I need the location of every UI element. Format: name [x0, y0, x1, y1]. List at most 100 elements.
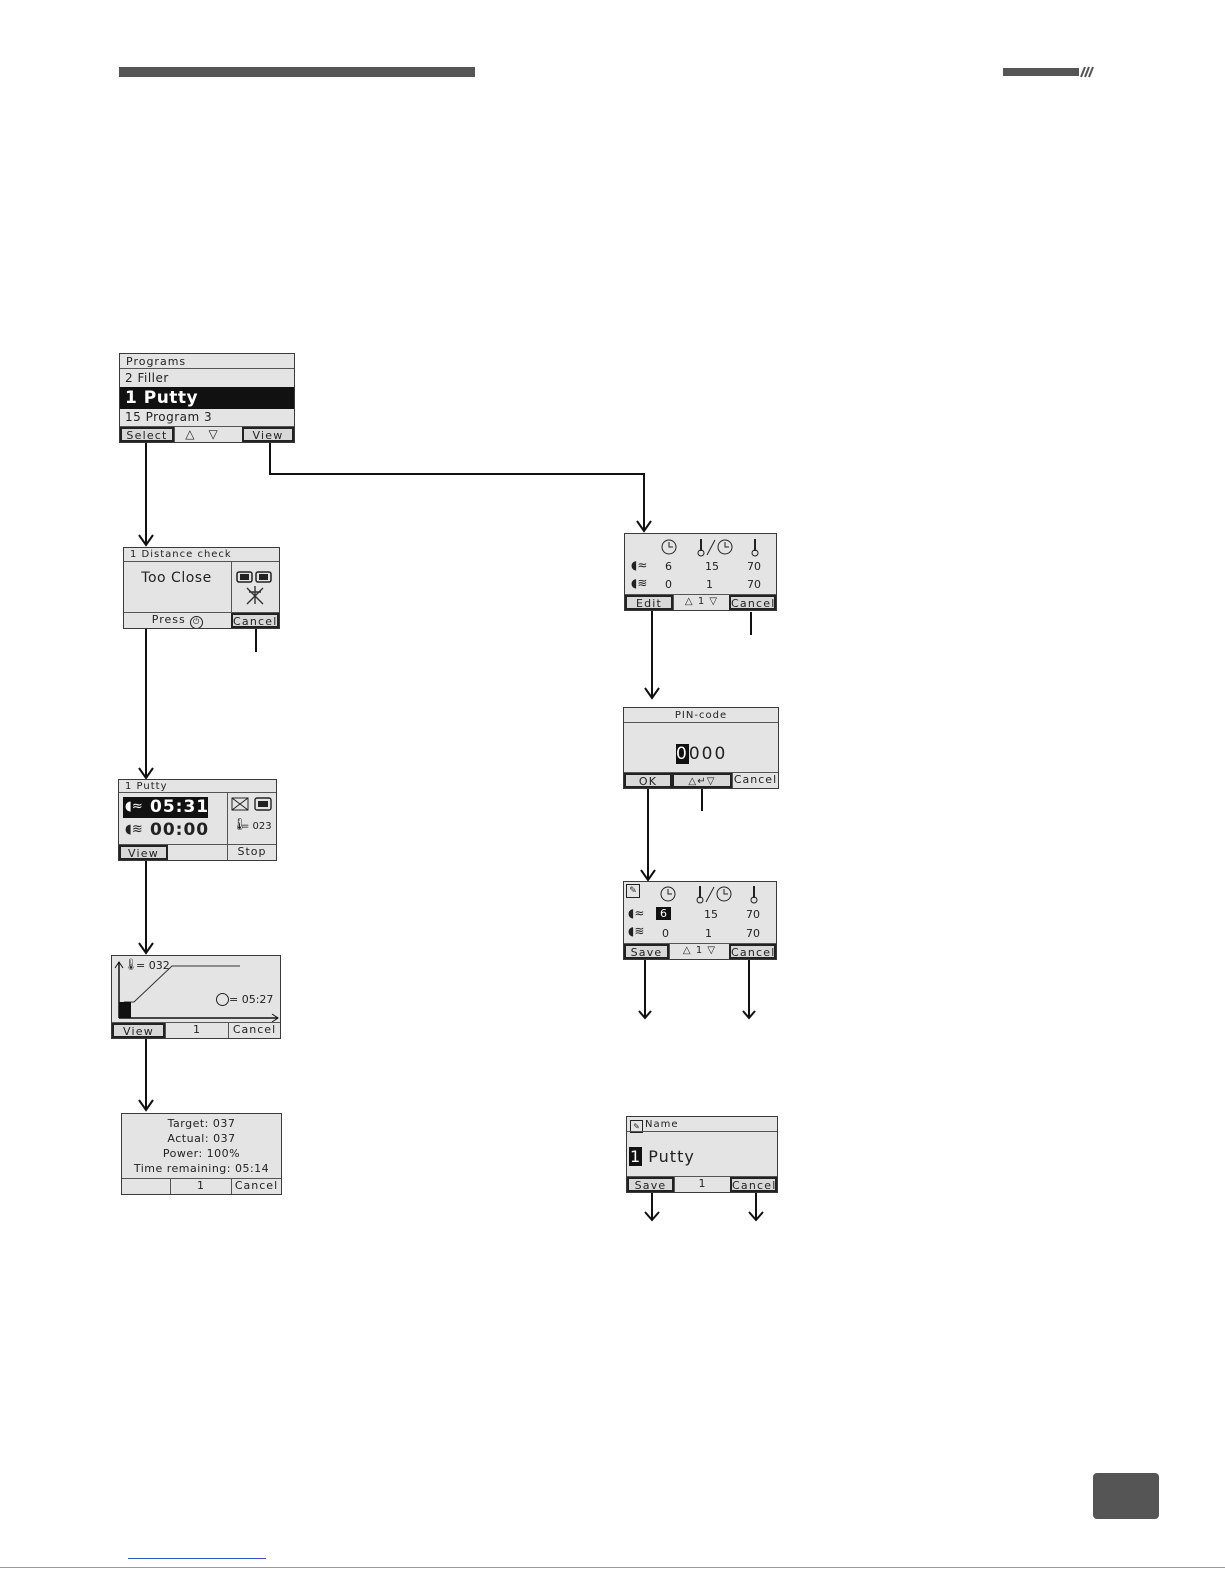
name-char-active[interactable]: 1 — [629, 1147, 643, 1166]
page-indicator: 1 — [695, 945, 704, 956]
pin-code-screen: PIN-code 0000 OK △↵▽ Cancel — [623, 707, 779, 789]
cool-wave-icon: ◖≋ — [125, 822, 143, 837]
graph-time: = 05:27 — [229, 993, 274, 1006]
info-time-remaining: Time remaining: 05:14 — [133, 1162, 270, 1175]
heat-wave-icon: ◖≈ — [125, 799, 143, 814]
table-r1-c2: 15 — [705, 560, 719, 573]
table-r1-c1: 6 — [665, 560, 672, 573]
page-indicator: 1 — [674, 1177, 730, 1192]
table-r2-c2: 1 — [706, 578, 713, 591]
cool-wave-icon: ◖≋ — [628, 924, 645, 938]
select-button[interactable]: Select — [120, 427, 174, 442]
edit-r1-c2[interactable]: 15 — [704, 908, 718, 921]
view-button[interactable]: View — [112, 1023, 165, 1038]
program-item-putty-selected[interactable]: 1 Putty — [120, 387, 294, 409]
pin-digit-active[interactable]: 0 — [676, 744, 689, 764]
graph-temperature: = 032 — [136, 959, 170, 972]
save-button[interactable]: Save — [624, 944, 669, 959]
table-header-icons — [660, 886, 758, 904]
programs-screen: Programs 2 Filler 1 Putty 15 Program 3 S… — [119, 353, 295, 443]
up-arrow-icon[interactable]: △ — [185, 427, 209, 441]
temperature-reading: = 023 — [241, 821, 272, 832]
too-close-message: Too Close — [141, 570, 212, 586]
edit-pencil-icon: ✎ — [626, 884, 640, 898]
footer-link-line[interactable] — [128, 1558, 266, 1559]
distance-title: 1 Distance check — [124, 548, 279, 562]
info-power: Power: 100% — [162, 1147, 241, 1160]
page-indicator: 1 — [165, 1023, 229, 1038]
cancel-button[interactable]: Cancel — [729, 944, 776, 959]
temperature-graph — [114, 961, 279, 1023]
up-arrow-icon[interactable]: △ — [682, 945, 692, 956]
down-arrow-icon[interactable]: ▽ — [709, 596, 719, 607]
edit-r2-c1[interactable]: 0 — [662, 927, 669, 940]
graph-screen: 🌡 = 032 = 05:27 View 1 Cancel — [111, 955, 281, 1039]
name-entry[interactable]: 1 Putty — [629, 1147, 695, 1166]
down-arrow-icon[interactable]: ▽ — [707, 945, 717, 956]
pin-entry[interactable]: 0000 — [676, 744, 727, 764]
thermometer-icon: 🌡 — [232, 817, 248, 831]
edit-r2-c2[interactable]: 1 — [705, 927, 712, 940]
page-arrows[interactable]: △ 1 ▽ — [673, 595, 729, 610]
heat-wave-icon: ◖≈ — [628, 906, 645, 920]
page-indicator: 1 — [697, 596, 706, 607]
no-tool-icon — [244, 584, 266, 606]
footer-rule — [0, 1567, 1225, 1568]
page-arrows[interactable]: △ 1 ▽ — [669, 944, 729, 959]
view-button[interactable]: View — [119, 845, 168, 860]
timer-2: 00:00 — [150, 820, 210, 840]
edit-r1-c1-active[interactable]: 6 — [656, 907, 671, 920]
name-edit-screen: ✎ Name 1 Putty Save 1 Cancel — [626, 1116, 778, 1193]
cancel-button[interactable]: Cancel — [234, 1179, 279, 1192]
page-number-box — [1093, 1473, 1159, 1519]
running-title: 1 Putty — [119, 780, 276, 793]
thermometer-icon: 🌡 — [124, 958, 138, 971]
program-item-program3[interactable]: 15 Program 3 — [125, 410, 213, 424]
clock-icon — [216, 993, 229, 1006]
edit-r2-c3[interactable]: 70 — [746, 927, 760, 940]
pin-digits-rest[interactable]: 000 — [688, 744, 728, 764]
name-footer: Save 1 Cancel — [627, 1176, 777, 1192]
stop-button[interactable]: Stop — [227, 845, 276, 860]
name-title: Name — [627, 1117, 777, 1132]
table-r1-c3: 70 — [747, 560, 761, 573]
table-r2-c3: 70 — [747, 578, 761, 591]
divider — [227, 793, 228, 844]
table-header-icons — [661, 539, 759, 557]
ok-button[interactable]: OK — [624, 773, 672, 788]
info-screen: Target: 037 Actual: 037 Power: 100% Time… — [121, 1113, 282, 1195]
cancel-button[interactable]: Cancel — [232, 1023, 277, 1036]
up-down-arrows[interactable]: △▽ — [174, 427, 242, 442]
timer-1: 05:31 — [150, 797, 210, 817]
edit-button[interactable]: Edit — [625, 595, 673, 610]
enter-icon[interactable]: ↵ — [697, 776, 707, 787]
down-arrow-icon[interactable]: ▽ — [208, 427, 232, 441]
down-arrow-icon[interactable]: ▽ — [706, 776, 716, 787]
info-actual: Actual: 037 — [167, 1132, 236, 1145]
press-button[interactable]: Press ⏻ — [124, 613, 231, 628]
up-arrow-icon[interactable]: △ — [688, 776, 698, 787]
heat-wave-icon: ◖≈ — [631, 558, 648, 572]
cancel-button[interactable]: Cancel — [732, 773, 778, 788]
up-arrow-icon[interactable]: △ — [684, 596, 694, 607]
save-button[interactable]: Save — [627, 1177, 674, 1192]
graph-footer: View 1 Cancel — [112, 1022, 280, 1038]
pin-footer: OK △↵▽ Cancel — [624, 772, 778, 788]
info-target: Target: 037 — [167, 1117, 236, 1130]
header-bar-left — [119, 67, 475, 77]
cancel-button[interactable]: Cancel — [231, 613, 279, 628]
info-footer: 1 Cancel — [122, 1178, 281, 1194]
running-footer: View Stop — [119, 844, 276, 860]
cancel-button[interactable]: Cancel — [730, 1177, 777, 1192]
pin-nav-arrows[interactable]: △↵▽ — [672, 773, 732, 788]
distance-check-screen: 1 Distance check Too Close Press ⏻ Cance… — [123, 547, 280, 629]
program-item-filler[interactable]: 2 Filler — [125, 371, 169, 385]
press-label: Press — [151, 613, 186, 626]
header-stripes — [1080, 66, 1094, 78]
name-rest[interactable]: Putty — [648, 1147, 695, 1166]
page-indicator: 1 — [170, 1179, 232, 1194]
programs-title: Programs — [120, 354, 294, 369]
view-button[interactable]: View — [242, 427, 294, 442]
edit-r1-c3[interactable]: 70 — [746, 908, 760, 921]
cancel-button[interactable]: Cancel — [729, 595, 776, 610]
